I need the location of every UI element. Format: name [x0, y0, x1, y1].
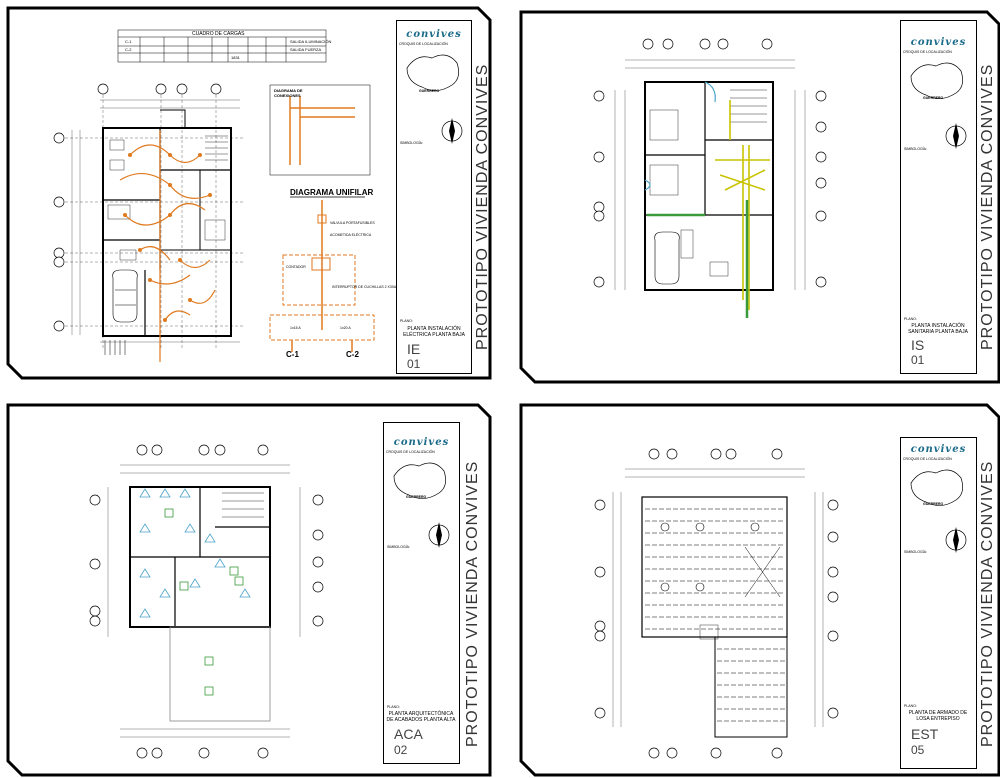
state-label: GUERRERO [923, 96, 944, 100]
table-row-c2-circuit: C-2 [125, 47, 132, 52]
guerrero-map [910, 469, 963, 506]
sheet-code: IS [911, 337, 925, 353]
plan-label: PLANO: [400, 319, 413, 323]
north-arrow-icon [945, 527, 967, 553]
convives-logo: convives [406, 29, 462, 40]
connections-diagram [269, 84, 371, 176]
locality-label: CROQUIS DE LOCALIZACIÓN [386, 450, 435, 454]
symbology-label: SIMBOLOGÍA: [400, 141, 423, 145]
symbology-label: SIMBOLOGÍA: [904, 147, 927, 151]
load-table [117, 29, 327, 63]
locality-label: CROQUIS DE LOCALIZACIÓN [903, 50, 952, 54]
est05-slab-plan [641, 496, 788, 738]
project-title: PROTOTIPO VIVIENDA CONVIVES [979, 63, 996, 350]
sheet-code: EST [911, 726, 939, 742]
convives-logo: convives [393, 437, 450, 448]
svg-text:CONTADOR: CONTADOR [286, 265, 306, 269]
plan-label: PLANO: [904, 317, 917, 321]
est05-drawing [519, 403, 1000, 777]
plan-label: PLANO: [904, 704, 917, 708]
sheet-aca02: convives CROQUIS DE LOCALIZACIÓN GUERRER… [0, 397, 495, 778]
sheet-est05: convives CROQUIS DE LOCALIZACIÓN GUERRER… [505, 397, 1000, 778]
is01-sanitary-lines [715, 100, 770, 310]
svg-text:VALVULA PORTAFUSIBLES: VALVULA PORTAFUSIBLES [330, 221, 375, 225]
north-arrow-icon [428, 522, 450, 548]
sheet-code: IE [407, 341, 421, 357]
locality-label: CROQUIS DE LOCALIZACIÓN [399, 42, 448, 46]
sheet-ie01: VALVULA PORTAFUSIBLES ACOMETIDA ELÉCTRIC… [0, 0, 495, 389]
plan-label: PLANO: [387, 705, 400, 709]
convives-logo: convives [910, 37, 967, 48]
table-total: 1831 [231, 55, 240, 60]
project-title: PROTOTIPO VIVIENDA CONVIVES [979, 460, 996, 747]
ie01-drawing: VALVULA PORTAFUSIBLES ACOMETIDA ELÉCTRIC… [6, 6, 492, 380]
sheet-code: ACA [394, 726, 423, 742]
sheet-is01: convives CROQUIS DE LOCALIZACIÓN GUERRER… [505, 0, 1000, 389]
connections-title: DIAGRAMA DE CONEXIONES [274, 88, 303, 98]
ie01-electric-circuits [119, 130, 216, 362]
est05-column-markers [660, 522, 760, 592]
north-arrow-icon [945, 123, 967, 149]
table-row-c2-desc: SALIDA FUERZA [290, 47, 322, 52]
project-title: PROTOTIPO VIVIENDA CONVIVES [474, 63, 491, 350]
guerrero-map [406, 54, 459, 91]
circuit-c2-label: C-2 [346, 350, 359, 359]
convives-logo: convives [910, 444, 967, 455]
aca02-floor-plan [129, 486, 271, 722]
load-table-title: CUADRO DE CARGAS [192, 31, 245, 37]
sheet-number: 01 [911, 353, 925, 367]
state-label: GUERRERO [406, 495, 427, 499]
ie01-title-block: convives CROQUIS DE LOCALIZACIÓN GUERRER… [396, 20, 472, 374]
guerrero-map [393, 462, 446, 499]
is01-title-block: convives CROQUIS DE LOCALIZACIÓN GUERRER… [900, 20, 977, 374]
ie01-floor-plan [102, 109, 232, 355]
symbology-label: SIMBOLOGÍA: [387, 545, 410, 549]
svg-text:ACOMETIDA ELÉCTRICA: ACOMETIDA ELÉCTRICA [330, 232, 372, 237]
svg-text:1x15 A: 1x15 A [290, 326, 301, 330]
svg-text:INTERRUPTOR DE CUCHILLAS 2 X30: INTERRUPTOR DE CUCHILLAS 2 X30A [332, 285, 397, 289]
svg-text:1x20 A: 1x20 A [340, 326, 351, 330]
symbology-label: SIMBOLOGÍA: [904, 550, 927, 554]
plan-name: PLANTA INSTALACIÓN ELÉCTRICA PLANTA BAJA [403, 326, 465, 338]
aca02-title-block: convives CROQUIS DE LOCALIZACIÓN GUERRER… [383, 422, 460, 764]
aca02-drawing [6, 403, 492, 777]
circuit-c1-label: C-1 [286, 350, 299, 359]
plan-name: PLANTA DE ARMADO DE LOSA ENTREPISO [908, 710, 968, 722]
est05-title-block: convives CROQUIS DE LOCALIZACIÓN GUERRER… [900, 437, 977, 769]
unifilar-diagram [269, 196, 375, 352]
plan-name: PLANTA INSTALACIÓN SANITARIA PLANTA BAJA [908, 323, 968, 335]
sheet-number: 01 [407, 357, 421, 371]
unifilar-title: DIAGRAMA UNIFILAR [290, 188, 374, 197]
guerrero-map [910, 62, 963, 99]
locality-label: CROQUIS DE LOCALIZACIÓN [903, 457, 952, 461]
aca02-finish-markers [139, 488, 251, 696]
is01-drawing [519, 10, 1000, 384]
state-label: GUERRERO [923, 502, 944, 506]
project-title: PROTOTIPO VIVIENDA CONVIVES [464, 460, 481, 747]
state-label: GUERRERO [419, 89, 440, 93]
table-row-c1-desc: SALIDA ILUMINACIÓN [290, 39, 332, 44]
north-arrow-icon [441, 118, 463, 144]
ie01-axis-bubbles [53, 83, 222, 332]
sheet-number: 02 [394, 743, 408, 757]
sheet-number: 05 [911, 743, 925, 757]
plan-name: PLANTA ARQUITECTÓNICA DE ACABADOS PLANTA… [386, 711, 456, 723]
table-row-c1-circuit: C-1 [125, 39, 132, 44]
